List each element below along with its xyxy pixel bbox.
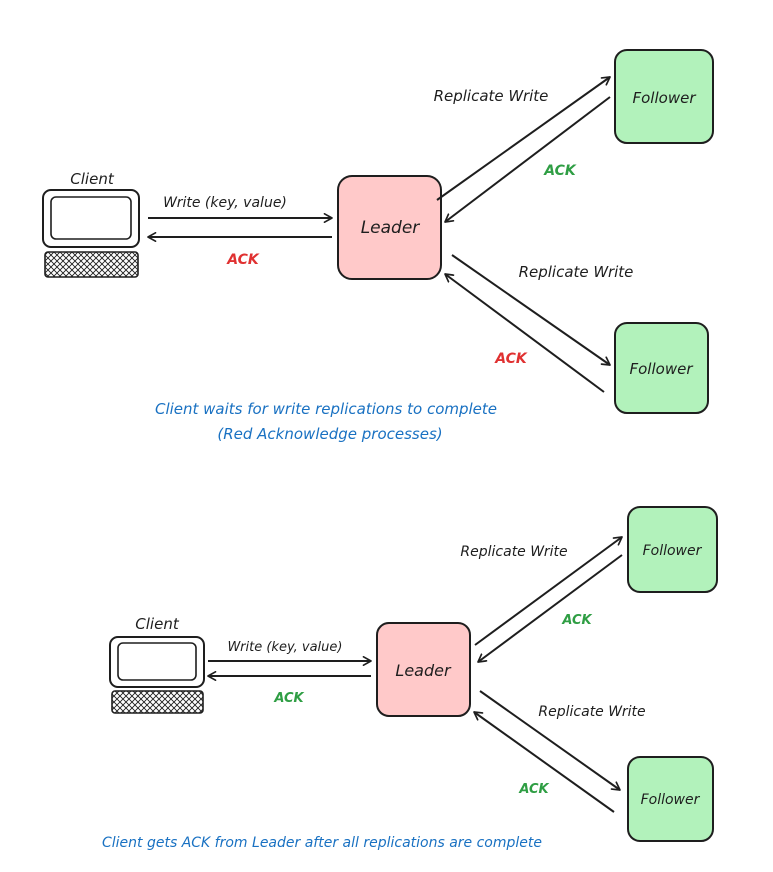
- bottom-replicate-2-label: Replicate Write: [538, 704, 645, 720]
- top-follower-2-ack-label: ACK: [494, 351, 528, 367]
- top-client-ack-label: ACK: [226, 252, 260, 268]
- top-client-keyboard: [44, 251, 139, 278]
- bottom-client-label: Client: [135, 615, 180, 633]
- bottom-scenario: Client Leader Follower Follower Write (k…: [102, 506, 718, 851]
- top-client-label: Client: [70, 170, 115, 188]
- bottom-caption-line-1: Client gets ACK from Leader after all re…: [102, 835, 542, 851]
- top-leader-label: Leader: [361, 218, 421, 238]
- bottom-follower-1-ack-arrow: [477, 554, 623, 663]
- top-follower-1-node: [614, 49, 714, 144]
- top-write-label: Write (key, value): [163, 195, 287, 211]
- top-follower-1-ack-arrow: [444, 96, 611, 223]
- top-client-screen: [50, 196, 132, 240]
- top-client-computer-icon: [42, 189, 140, 278]
- bottom-replicate-1-label: Replicate Write: [460, 544, 567, 560]
- bottom-follower-2-ack-arrow: [473, 711, 615, 813]
- bottom-follower-1-ack-label: ACK: [561, 613, 592, 628]
- bottom-leader-node: [376, 622, 471, 717]
- top-replicate-2-label: Replicate Write: [519, 263, 634, 281]
- top-replicate-1-label: Replicate Write: [434, 87, 549, 105]
- bottom-replicate-1-arrow: [474, 536, 623, 646]
- top-follower-2-ack-arrow: [444, 273, 605, 393]
- top-caption-line-2: (Red Acknowledge processes): [217, 425, 442, 443]
- bottom-follower-2-label: Follower: [641, 792, 701, 808]
- bottom-follower-2-node: [627, 756, 714, 842]
- bottom-leader-label: Leader: [395, 661, 452, 680]
- bottom-follower-2-ack-label: ACK: [518, 782, 549, 797]
- bottom-client-screen: [117, 642, 197, 681]
- top-scenario: Client Leader Follower Follower Write (k…: [42, 49, 714, 443]
- top-leader-node: [337, 175, 442, 280]
- bottom-write-label: Write (key, value): [228, 640, 343, 655]
- top-follower-2-label: Follower: [630, 360, 694, 378]
- bottom-replicate-2-arrow: [479, 690, 621, 791]
- top-caption-line-1: Client waits for write replications to c…: [155, 400, 497, 418]
- top-replicate-1-arrow: [436, 76, 611, 201]
- bottom-follower-1-label: Follower: [643, 543, 703, 559]
- top-follower-1-ack-label: ACK: [543, 163, 577, 179]
- bottom-follower-1-node: [627, 506, 718, 593]
- top-replicate-2-arrow: [451, 254, 611, 366]
- top-follower-1-label: Follower: [633, 89, 697, 107]
- bottom-client-keyboard: [111, 690, 204, 714]
- bottom-client-ack-label: ACK: [273, 691, 304, 706]
- top-follower-2-node: [614, 322, 709, 414]
- bottom-client-computer-icon: [109, 636, 205, 714]
